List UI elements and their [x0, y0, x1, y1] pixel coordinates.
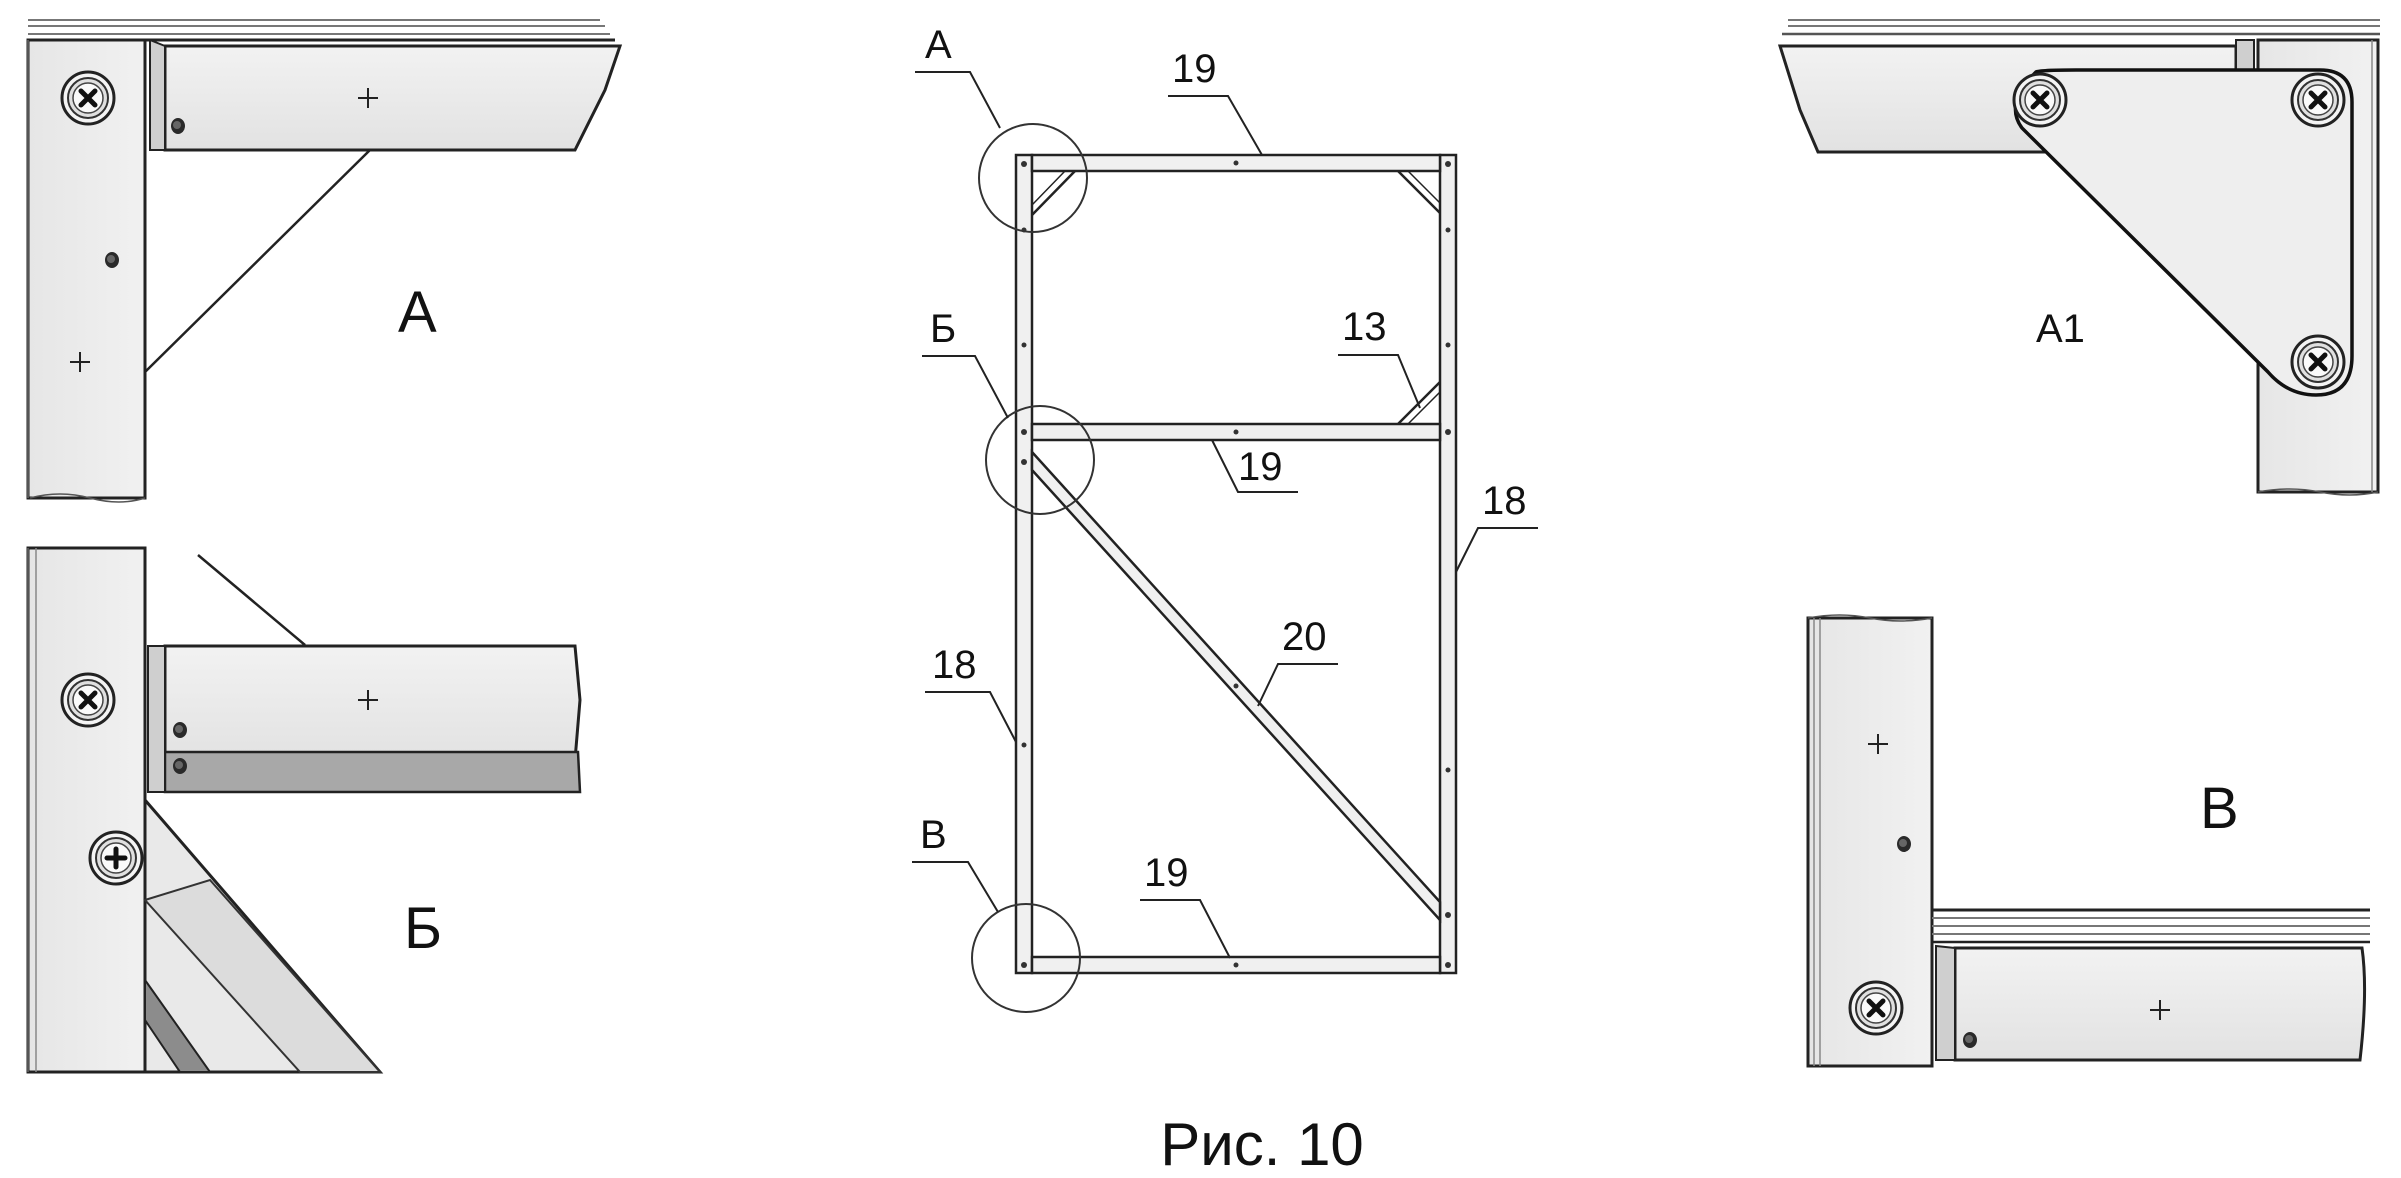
detail-v: В: [1806, 614, 2370, 1068]
figure-caption: Рис. 10: [1160, 1111, 1364, 1178]
phillips-screw-icon: [1850, 982, 1902, 1034]
rivet-hole-icon: [1897, 836, 1911, 852]
phillips-screw-icon: [62, 674, 114, 726]
part-label-diagonal: 20: [1282, 615, 1327, 659]
left-post: [1014, 153, 1034, 975]
detail-v-label: В: [2200, 776, 2239, 841]
detail-a1-label: А1: [2036, 307, 2085, 351]
part-label-left-post: 18: [932, 643, 977, 687]
part-label-brace-small: 13: [1342, 305, 1387, 349]
detail-a-label: А: [398, 280, 437, 345]
part-label-mid-bar: 19: [1238, 445, 1283, 489]
detail-a1: А1: [1777, 19, 2380, 496]
rivet-hole-icon: [173, 722, 187, 738]
callout-circle-b: [985, 405, 1095, 515]
detail-b-label: Б: [404, 896, 442, 961]
part-label-bottom-bar: 19: [1144, 851, 1189, 895]
rivet-hole-icon: [173, 758, 187, 774]
phillips-screw-icon: [2292, 336, 2344, 388]
detail-b: Б: [26, 546, 582, 1074]
callout-circle-a: [978, 123, 1088, 233]
rivet-hole-icon: [171, 118, 185, 134]
callout-label-v: В: [920, 813, 947, 857]
rivet-hole-icon: [1963, 1032, 1977, 1048]
phillips-screw-icon: [90, 832, 142, 884]
part-label-top-bar: 19: [1172, 47, 1217, 91]
detail-a: А: [26, 18, 623, 503]
part-label-right-post: 18: [1482, 479, 1527, 523]
callout-label-b: Б: [930, 307, 956, 351]
phillips-screw-icon: [2292, 74, 2344, 126]
phillips-screw-icon: [2014, 74, 2066, 126]
phillips-screw-icon: [62, 72, 114, 124]
callout-label-a: А: [925, 23, 952, 67]
right-post: [1438, 153, 1458, 975]
callout-circle-v: [971, 903, 1081, 1013]
main-frame: А Б В 19 13 19 18 20 18 19: [912, 23, 1538, 1013]
rivet-hole-icon: [105, 252, 119, 268]
